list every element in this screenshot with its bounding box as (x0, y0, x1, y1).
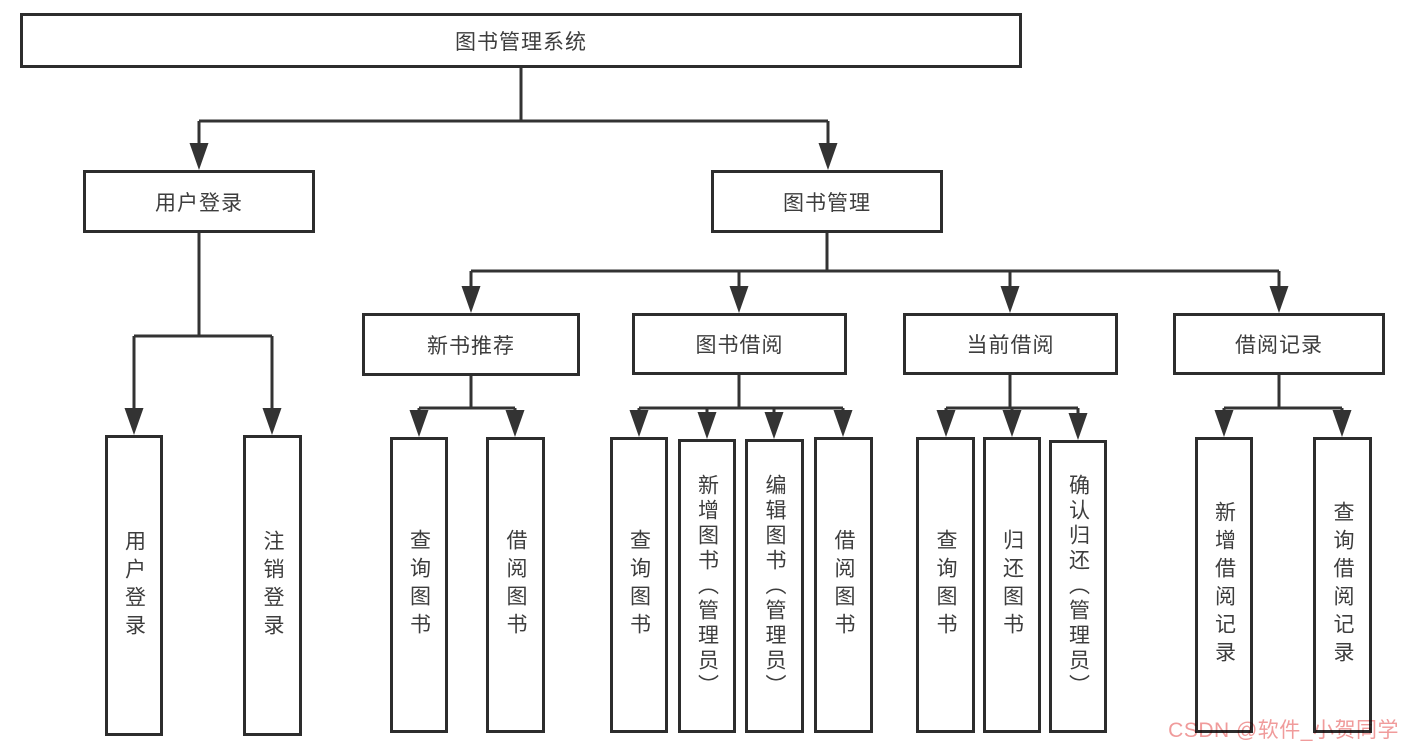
leaf-query-books-recommend: 查询图书 (390, 437, 448, 733)
node-root: 图书管理系统 (20, 13, 1022, 68)
branch-current-borrow-arrowheads (936, 410, 1088, 440)
leaf-query-borrow-record: 查询借阅记录 (1313, 437, 1372, 733)
branch-borrow-records-arrowheads (1214, 410, 1352, 437)
leaf-add-borrow-record: 新增借阅记录 (1195, 437, 1253, 733)
leaf-return-books: 归还图书 (983, 437, 1041, 733)
leaf-user-login: 用户登录 (105, 435, 163, 736)
leaf-add-books-admin: 新增图书（管理员） (678, 439, 736, 733)
leaf-logout: 注销登录 (243, 435, 302, 736)
node-current-borrow: 当前借阅 (903, 313, 1118, 375)
branch-book-borrow (637, 375, 845, 415)
leaf-confirm-return-admin: 确认归还（管理员） (1049, 440, 1107, 733)
leaf-query-books-current: 查询图书 (916, 437, 975, 733)
leaf-borrow-books: 借阅图书 (814, 437, 873, 733)
branch-user-login (132, 233, 274, 413)
branch-book-management-arrowheads (461, 286, 1289, 313)
leaf-query-books-borrow: 查询图书 (610, 437, 668, 733)
branch-root (197, 68, 830, 148)
node-book-management: 图书管理 (711, 170, 943, 233)
branch-borrow-records (1222, 375, 1344, 415)
branch-book-borrow-arrowheads (629, 410, 853, 439)
node-new-book-recommend: 新书推荐 (362, 313, 580, 376)
branch-new-book (417, 376, 517, 415)
csdn-watermark: CSDN @软件_小贺同学 (1168, 719, 1399, 742)
leaf-borrow-books-recommend: 借阅图书 (486, 437, 545, 733)
leaf-edit-books-admin: 编辑图书（管理员） (745, 439, 804, 733)
node-borrow-records: 借阅记录 (1173, 313, 1385, 375)
branch-root-arrowheads (189, 143, 838, 170)
branch-current-borrow (944, 375, 1080, 415)
node-user-login: 用户登录 (83, 170, 315, 233)
branch-user-login-arrowheads (124, 408, 282, 435)
branch-book-management (469, 233, 1281, 291)
branch-new-book-arrowheads (409, 410, 525, 437)
node-book-borrow: 图书借阅 (632, 313, 847, 375)
